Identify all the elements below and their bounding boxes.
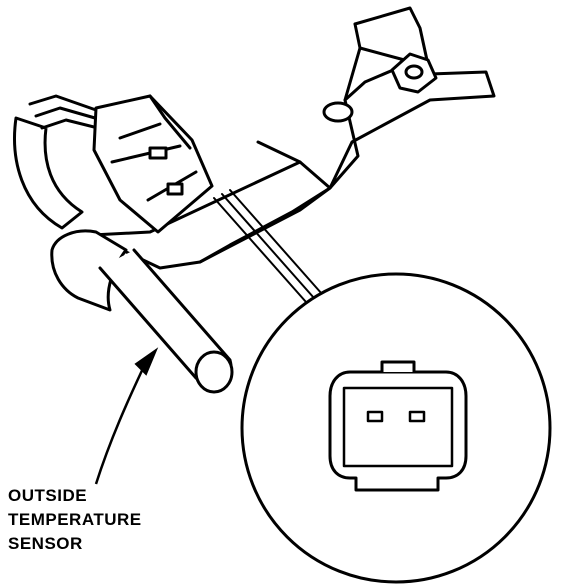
pointer-arrow-icon [94,347,159,485]
sensor-label-line-1: OUTSIDE [8,486,88,505]
temperature-probe-icon [50,229,234,394]
sensor-connector-icon [92,94,214,234]
connector-detail-callout [240,272,552,584]
detail-leader [213,189,323,303]
sensor-label-line-2: TEMPERATURE [8,510,142,529]
sensor-label-line-3: SENSOR [8,534,83,553]
wire-harness-icon [13,94,108,230]
mounting-bracket-icon [90,6,496,270]
